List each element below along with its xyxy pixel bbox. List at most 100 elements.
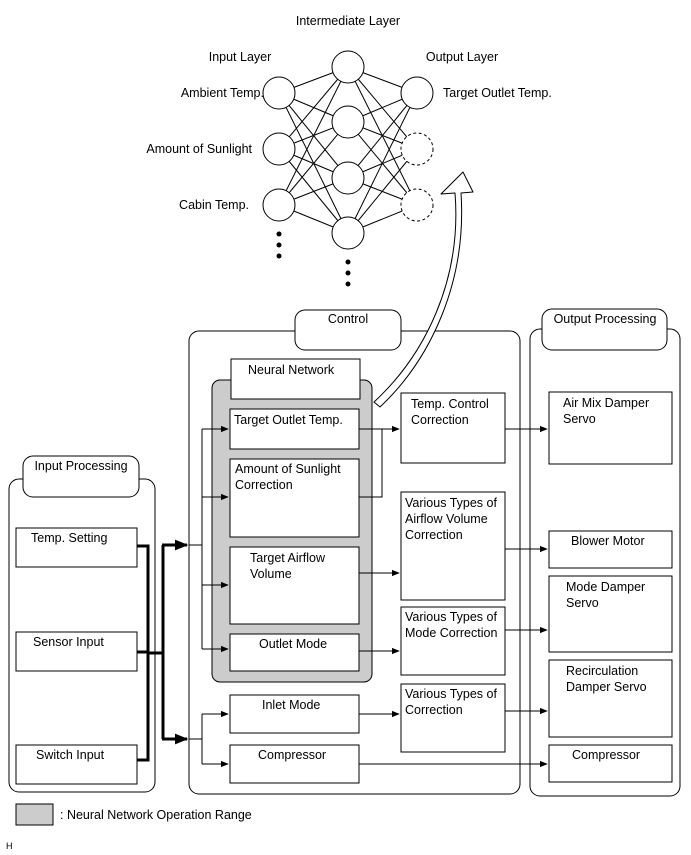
input-layer-label: Input Layer	[209, 50, 272, 64]
input-box-label: Sensor Input	[33, 635, 104, 649]
input-processing-group: Input Processing Temp. Setting Sensor In…	[8, 455, 156, 793]
label-line: Various Types of	[405, 496, 497, 510]
ellipsis-dot	[276, 242, 282, 248]
ellipsis-dot	[276, 253, 282, 259]
control-title: Control	[328, 312, 368, 326]
output-box-recirculation-damper	[548, 659, 673, 738]
label-line: Correction	[411, 413, 469, 427]
input-processing-title: Input Processing	[34, 459, 127, 473]
neural-network-illustration: Intermediate Layer Input Layer Output La…	[146, 14, 552, 287]
input-node	[262, 76, 296, 110]
label-line: Air Mix Damper	[563, 396, 649, 410]
footer-mark: H	[6, 841, 13, 851]
input-node-label-sunlight: Amount of Sunlight	[146, 142, 252, 156]
correction-box-airflow-volume	[400, 491, 506, 601]
output-box-mode-damper	[548, 575, 673, 653]
control-box-label: Target Outlet Temp.	[234, 413, 343, 427]
output-processing-title-tab	[541, 308, 668, 351]
hidden-node	[331, 161, 365, 195]
control-box-compressor	[229, 744, 360, 784]
thin-connectors	[189, 425, 548, 768]
hidden-nodes	[331, 50, 365, 250]
label-line: Temp. Control	[411, 397, 489, 411]
control-box-label: Inlet Mode	[262, 698, 320, 712]
output-layer-label: Output Layer	[426, 50, 498, 64]
input-box-label: Temp. Setting	[31, 531, 107, 545]
output-node-dashed	[400, 132, 434, 166]
input-box-temp-setting	[15, 527, 138, 568]
input-processing-title-tab	[22, 455, 140, 498]
input-box-sensor-input	[15, 631, 138, 672]
correction-box-label: Various Types of Correction	[405, 687, 497, 717]
label-line: Servo	[563, 412, 596, 426]
correction-box-mode	[400, 606, 506, 676]
control-box-target-outlet-temp	[229, 408, 360, 450]
legend-label: : Neural Network Operation Range	[60, 808, 252, 822]
label-line: Mode Damper	[566, 580, 645, 594]
label-line: Various Types of	[405, 687, 497, 701]
input-box-switch-input	[15, 744, 138, 785]
output-node-label: Target Outlet Temp.	[443, 86, 552, 100]
ellipsis-dot	[276, 231, 282, 237]
hidden-node	[331, 105, 365, 139]
output-processing-title: Output Processing	[554, 312, 657, 326]
network-edge	[347, 92, 418, 234]
network-edge	[347, 148, 418, 234]
label-line: Correction	[235, 478, 293, 492]
control-box-target-airflow-volume	[229, 546, 360, 625]
label-line: Airflow Volume	[405, 512, 488, 526]
label-line: Amount of Sunlight	[235, 462, 341, 476]
curved-hollow-arrow	[373, 171, 474, 408]
label-line: Correction	[405, 703, 463, 717]
network-edge	[278, 66, 349, 150]
input-nodes	[262, 76, 296, 222]
control-box-outlet-mode	[229, 633, 360, 672]
sunlight-to-temp-line	[359, 429, 383, 498]
neural-network-title: Neural Network	[248, 363, 335, 377]
control-box-label: Compressor	[258, 748, 326, 762]
output-box-compressor	[548, 744, 673, 783]
output-box-air-mix-damper	[548, 391, 673, 465]
control-box-inlet-mode	[229, 694, 360, 734]
label-line: Correction	[405, 528, 463, 542]
label-line: Servo	[566, 596, 599, 610]
label-line: Recirculation	[566, 664, 638, 678]
network-edge	[278, 121, 349, 206]
input-node-label-ambient: Ambient Temp.	[181, 86, 264, 100]
hidden-node	[331, 50, 365, 84]
control-group: Control Neural Network Target Outlet Tem…	[188, 309, 521, 795]
network-edge	[347, 92, 418, 179]
output-box-blower-motor	[548, 530, 673, 569]
input-node	[262, 132, 296, 166]
intermediate-layer-label: Intermediate Layer	[296, 14, 400, 28]
control-box-label: Outlet Mode	[259, 637, 327, 651]
input-box-label: Switch Input	[36, 748, 105, 762]
label-line: Damper Servo	[566, 680, 647, 694]
label-line: Target Airflow	[250, 551, 326, 565]
output-nodes	[400, 76, 434, 222]
output-node-dashed	[400, 188, 434, 222]
output-node	[400, 76, 434, 110]
label-line: Volume	[250, 567, 292, 581]
input-node-label-cabin: Cabin Temp.	[179, 198, 249, 212]
neural-network-title-box	[230, 358, 361, 400]
legend: : Neural Network Operation Range	[15, 803, 252, 826]
thick-input-connectors	[137, 539, 189, 762]
curved-arrow-shape	[373, 171, 474, 408]
output-box-label: Compressor	[572, 748, 640, 762]
correction-box-various	[400, 683, 506, 753]
ellipsis-dot	[345, 259, 351, 265]
input-node	[262, 188, 296, 222]
label-line: Mode Correction	[405, 626, 497, 640]
legend-swatch	[15, 803, 54, 826]
ellipsis-dot	[345, 270, 351, 276]
output-box-label: Blower Motor	[571, 534, 645, 548]
